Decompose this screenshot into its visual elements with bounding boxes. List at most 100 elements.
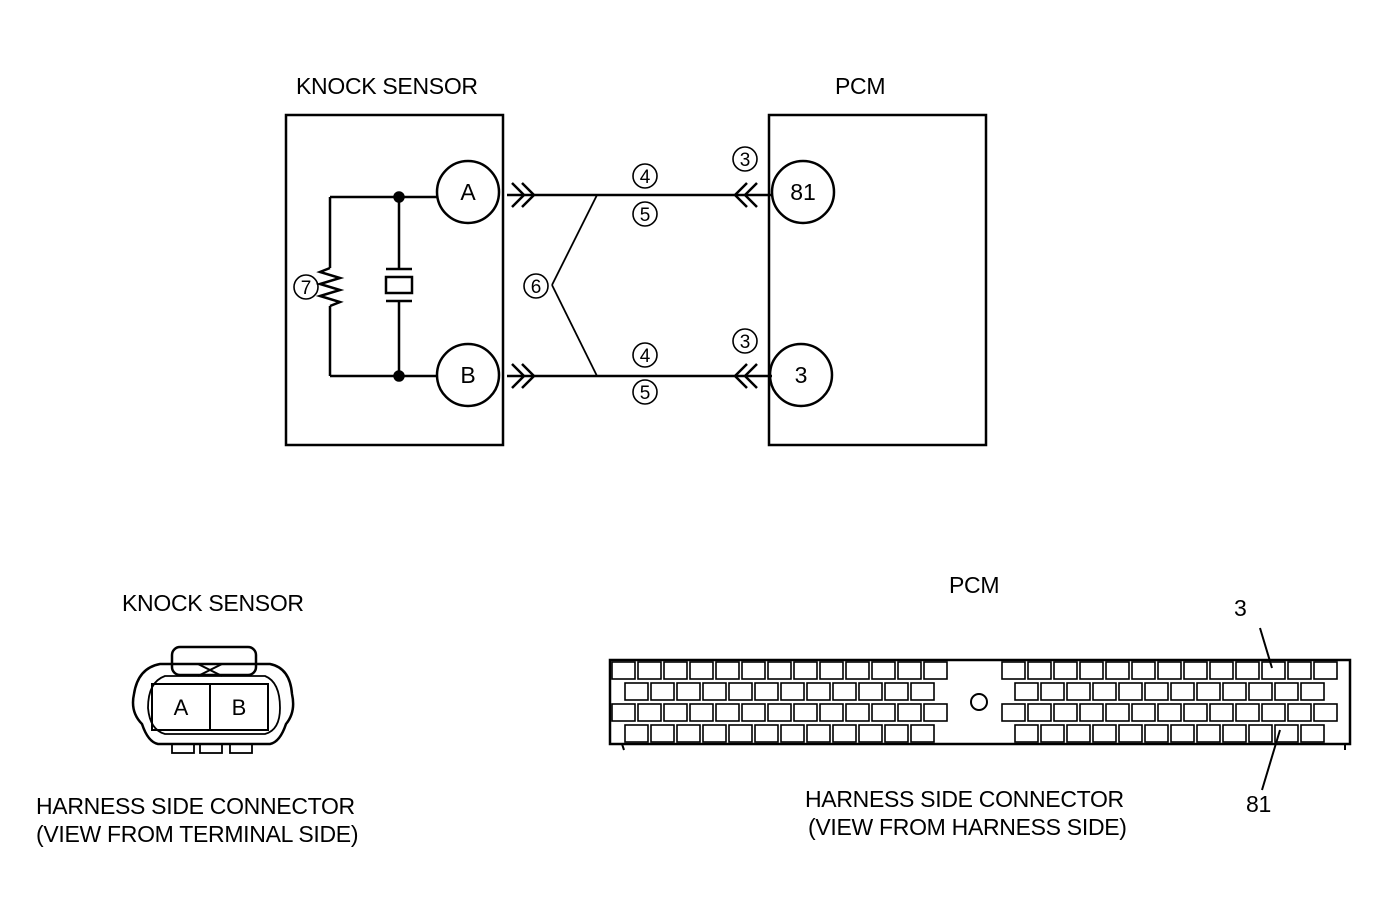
terminal-b-label: B	[460, 362, 475, 388]
pcm-connector-cell	[884, 682, 909, 701]
pcm-connector-cell	[715, 703, 740, 722]
pcm-connector-cell	[741, 661, 766, 680]
connector-cell-b-label: B	[232, 695, 247, 720]
pcm-connector-cell	[780, 682, 805, 701]
pcm-connector-cell	[1118, 682, 1143, 701]
pcm-terminal-3-label: 3	[795, 362, 808, 388]
terminal-a-label: A	[460, 179, 476, 205]
pcm-connector-cell	[871, 703, 896, 722]
knock-sensor-connector-drawing	[131, 645, 295, 754]
pcm-connector-cell	[1157, 703, 1182, 722]
pcm-connector-cell	[1105, 661, 1130, 680]
pcm-connector-cell	[1131, 703, 1156, 722]
pcm-connector-cell	[1027, 703, 1052, 722]
pcm-connector-cell	[1248, 682, 1273, 701]
pcm-connector-cell	[624, 724, 649, 743]
pcm-connector-cell	[1144, 724, 1169, 743]
pcm-connector-cell	[663, 661, 688, 680]
callout-6-circle	[523, 273, 549, 299]
callout-4-bottom-label: 4	[640, 346, 651, 367]
pcm-connector-cell	[702, 724, 727, 743]
callout-4-top-circle	[632, 163, 658, 189]
pcm-connector-cell	[832, 724, 857, 743]
terminal-b-circle	[435, 342, 501, 408]
pcm-connector-cell	[754, 724, 779, 743]
pcm-connector-drawing	[608, 627, 1352, 791]
knock-sensor-internal-circuit	[315, 195, 438, 378]
pcm-connector-cell	[1183, 703, 1208, 722]
pcm-connector-cell	[832, 682, 857, 701]
pcm-connector-cell	[650, 682, 675, 701]
pcm-connector-cell	[1157, 661, 1182, 680]
callout-6-label: 6	[531, 277, 542, 298]
pcm-connector-cell	[1287, 661, 1312, 680]
connector-cell-a-label: A	[174, 695, 189, 720]
pcm-connector-cell	[1209, 703, 1234, 722]
pcm-connector-cell	[1235, 703, 1260, 722]
pcm-connector-caption-line1: HARNESS SIDE CONNECTOR	[805, 786, 1124, 812]
pcm-connector-cell	[923, 703, 948, 722]
knock-sensor-box	[284, 113, 505, 447]
pcm-connector-cell	[1079, 703, 1104, 722]
pcm-connector-cell	[1196, 682, 1221, 701]
pcm-connector-cell	[806, 724, 831, 743]
pcm-connector-cell	[715, 661, 740, 680]
pcm-connector-cell	[845, 703, 870, 722]
callout-5-bottom-circle	[632, 379, 658, 405]
pcm-connector-cell	[910, 724, 935, 743]
pcm-connector-title: PCM	[949, 572, 1000, 598]
pcm-connector-cell	[910, 682, 935, 701]
pcm-connector-cell	[1300, 682, 1325, 701]
knock-connector-title: KNOCK SENSOR	[122, 590, 304, 616]
pcm-connector-cell	[1287, 703, 1312, 722]
callout-5-top-circle	[632, 201, 658, 227]
pcm-connector-cell	[806, 682, 831, 701]
knock-connector-caption-line1: HARNESS SIDE CONNECTOR	[36, 793, 355, 819]
pcm-connector-cell	[1170, 682, 1195, 701]
pcm-connector-cell	[702, 682, 727, 701]
pcm-connector-cell	[663, 703, 688, 722]
pcm-connector-cell	[624, 682, 649, 701]
pcm-connector-cell	[858, 724, 883, 743]
pcm-connector-cell	[676, 682, 701, 701]
pcm-connector-cell	[1196, 724, 1221, 743]
pcm-connector-cell	[1300, 724, 1325, 743]
pcm-connector-caption-line2: (VIEW FROM HARNESS SIDE)	[808, 814, 1127, 840]
pcm-connector-pointer-3: 3	[1234, 595, 1247, 621]
pcm-connector-cell	[1027, 661, 1052, 680]
pcm-connector-cell	[1313, 703, 1338, 722]
pcm-connector-cell	[793, 703, 818, 722]
pcm-connector-cell	[923, 661, 948, 680]
pcm-connector-cell	[793, 661, 818, 680]
pcm-connector-cell	[1001, 661, 1026, 680]
pcm-connector-cell	[884, 724, 909, 743]
pcm-connector-cell	[1066, 724, 1091, 743]
pcm-connector-cell	[819, 703, 844, 722]
pcm-connector-cell	[1092, 724, 1117, 743]
pcm-connector-cell	[1053, 661, 1078, 680]
callout-3-top-label: 3	[740, 150, 751, 171]
pcm-connector-cell	[858, 682, 883, 701]
junction-dot-bottom	[393, 370, 405, 382]
pcm-connector-cell	[1261, 703, 1286, 722]
pcm-connector-cell	[1144, 682, 1169, 701]
pcm-connector-cell	[637, 703, 662, 722]
pcm-connector-cell	[1274, 724, 1299, 743]
callout-5-top-label: 5	[640, 205, 651, 226]
pcm-connector-cell	[1066, 682, 1091, 701]
pcm-connector-cell	[1092, 682, 1117, 701]
pcm-connector-cell	[1261, 661, 1286, 680]
pcm-connector-cell	[897, 661, 922, 680]
callout-3-bottom-circle	[732, 328, 758, 354]
knock-sensor-title: KNOCK SENSOR	[296, 73, 478, 99]
pcm-connector-cell	[1209, 661, 1234, 680]
pcm-connector-cell	[1040, 724, 1065, 743]
pcm-connector-cell	[897, 703, 922, 722]
pcm-terminal-81-circle	[770, 159, 836, 225]
pcm-connector-cell	[1040, 682, 1065, 701]
callout-3-bottom-label: 3	[740, 332, 751, 353]
callout-4-top-label: 4	[640, 167, 651, 188]
pcm-connector-cell	[754, 682, 779, 701]
pcm-connector-cell	[728, 682, 753, 701]
piezo-element-symbol	[384, 275, 414, 295]
